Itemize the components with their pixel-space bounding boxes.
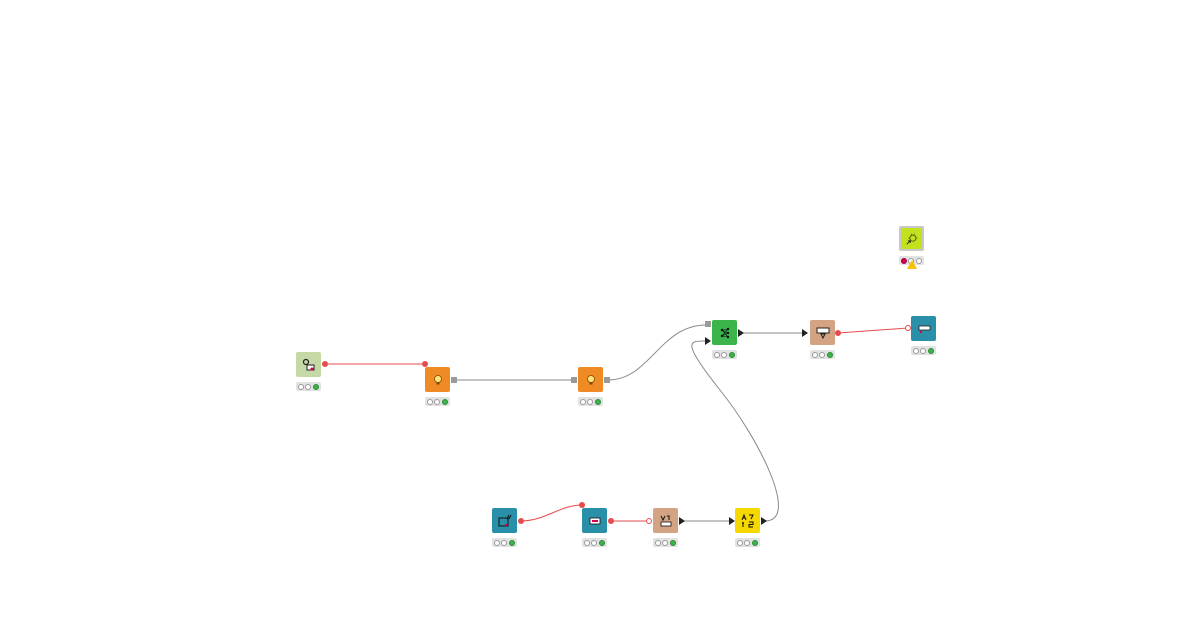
node-column-filter[interactable] xyxy=(810,320,837,365)
lightbulb-icon xyxy=(433,374,442,384)
node-variable[interactable] xyxy=(653,508,680,553)
status-light-executed xyxy=(752,539,759,546)
node-status-indicator xyxy=(582,538,607,547)
status-light-executed xyxy=(928,347,935,354)
port-learner-2-in[interactable] xyxy=(571,377,577,383)
node-learner-2-body[interactable] xyxy=(578,367,603,392)
lightbulb-icon xyxy=(586,374,595,384)
connection-string-manipulation-to-predictor[interactable] xyxy=(691,340,779,522)
status-light-configured xyxy=(721,351,728,358)
table-view-icon xyxy=(918,325,930,333)
status-light-executed xyxy=(595,398,602,405)
neural-predictor-icon xyxy=(720,327,729,338)
node-column-filter-body[interactable] xyxy=(810,320,835,345)
node-table-view[interactable] xyxy=(911,316,938,361)
status-light-executed xyxy=(442,398,449,405)
node-table-view-body[interactable] xyxy=(911,316,936,341)
node-status-indicator xyxy=(712,350,737,359)
filter-icon xyxy=(816,327,829,339)
status-light-idle xyxy=(297,383,304,390)
status-light-idle xyxy=(736,539,743,546)
node-status-indicator xyxy=(810,350,835,359)
status-light-executed xyxy=(509,539,516,546)
status-light-configured xyxy=(434,398,441,405)
node-row-filter[interactable] xyxy=(582,508,609,553)
node-data-generator-body[interactable] xyxy=(296,352,321,377)
status-light-idle xyxy=(654,539,661,546)
node-data-generator[interactable] xyxy=(296,352,323,397)
connection-file-reader-to-row-filter[interactable] xyxy=(520,504,583,522)
node-status-indicator xyxy=(492,538,517,547)
status-light-executed xyxy=(313,383,320,390)
row-filter-icon xyxy=(589,517,600,524)
node-status-indicator xyxy=(735,538,760,547)
port-predictor-model-in[interactable] xyxy=(705,321,711,327)
port-predictor-data-in[interactable] xyxy=(705,337,711,345)
node-status-indicator xyxy=(911,346,936,355)
node-string-manipulation[interactable] xyxy=(735,508,762,553)
status-light-idle xyxy=(811,351,818,358)
node-component[interactable] xyxy=(899,226,926,271)
status-light-executed xyxy=(670,539,677,546)
status-light-idle xyxy=(426,398,433,405)
status-light-idle xyxy=(912,347,919,354)
file-reader-icon xyxy=(498,514,511,526)
status-light-executed xyxy=(827,351,834,358)
data-generator-icon xyxy=(302,358,314,370)
connection-column-filter-to-table-view[interactable] xyxy=(837,327,909,334)
status-light-configured xyxy=(819,351,826,358)
string-manipulation-icon xyxy=(741,513,754,527)
node-status-indicator xyxy=(653,538,678,547)
status-light-idle xyxy=(713,351,720,358)
node-learner-2[interactable] xyxy=(578,367,605,412)
status-light-executed xyxy=(599,539,606,546)
status-light-idle xyxy=(493,539,500,546)
variable-icon xyxy=(660,515,671,526)
node-learner-1-body[interactable] xyxy=(425,367,450,392)
port-table-view-in[interactable] xyxy=(905,325,911,331)
node-predictor-body[interactable] xyxy=(712,320,737,345)
node-string-manipulation-body[interactable] xyxy=(735,508,760,533)
node-status-indicator xyxy=(425,397,450,406)
node-status-indicator xyxy=(296,382,321,391)
component-inner xyxy=(901,228,922,249)
connection-learner-2-to-predictor[interactable] xyxy=(607,324,707,381)
status-light-configured xyxy=(920,347,927,354)
status-light-idle xyxy=(900,257,907,264)
status-light-executed xyxy=(916,257,923,264)
warning-icon[interactable] xyxy=(907,260,917,269)
node-file-reader[interactable] xyxy=(492,508,519,553)
node-status-indicator xyxy=(578,397,603,406)
node-learner-1[interactable] xyxy=(425,367,452,412)
port-variable-node-in[interactable] xyxy=(646,518,652,524)
status-light-executed xyxy=(729,351,736,358)
node-predictor[interactable] xyxy=(712,320,739,365)
status-light-configured xyxy=(501,539,508,546)
status-light-configured xyxy=(591,539,598,546)
status-light-configured xyxy=(662,539,669,546)
node-component-body[interactable] xyxy=(899,226,924,251)
port-column-filter-in[interactable] xyxy=(802,329,808,337)
status-light-configured xyxy=(587,398,594,405)
status-light-configured xyxy=(744,539,751,546)
node-file-reader-body[interactable] xyxy=(492,508,517,533)
status-light-idle xyxy=(579,398,586,405)
node-row-filter-body[interactable] xyxy=(582,508,607,533)
status-light-configured xyxy=(305,383,312,390)
component-lightbulb-icon xyxy=(905,233,917,245)
status-light-idle xyxy=(583,539,590,546)
node-variable-body[interactable] xyxy=(653,508,678,533)
